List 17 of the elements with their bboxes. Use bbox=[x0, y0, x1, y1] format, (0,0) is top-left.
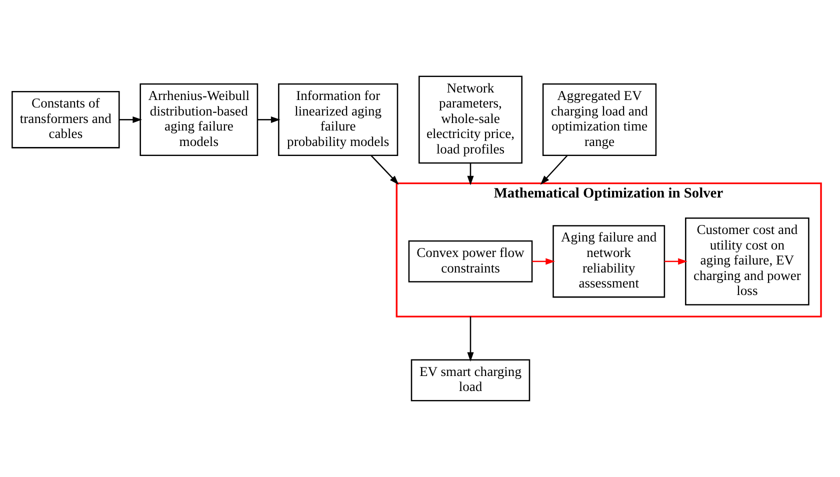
node-box: Customer cost and utility cost on aging failure, EV charging and power loss bbox=[685, 218, 810, 306]
node-box: Arrhenius-Weibull distribution-based aging failure models bbox=[140, 83, 258, 156]
arrow bbox=[258, 116, 280, 123]
node-box: Convex power flow constraints bbox=[408, 240, 533, 282]
arrow bbox=[664, 258, 688, 265]
arrow bbox=[540, 155, 568, 185]
arrow bbox=[467, 163, 474, 186]
arrow bbox=[467, 316, 474, 362]
node-box: Aggregated EV charging load and optimization time range bbox=[542, 83, 657, 156]
node-box: Network parameters, whole-sale electricity price, load profiles bbox=[418, 76, 522, 164]
node-box: Information for linearized aging failure probability models bbox=[278, 83, 398, 156]
arrow bbox=[532, 258, 556, 265]
node-box: Aging failure and network reliability assessment bbox=[552, 225, 666, 298]
arrow bbox=[119, 116, 142, 123]
arrow bbox=[370, 155, 399, 185]
node-box: EV smart charging load bbox=[410, 359, 530, 402]
node-box: Constants of transformers and cables bbox=[12, 91, 120, 148]
